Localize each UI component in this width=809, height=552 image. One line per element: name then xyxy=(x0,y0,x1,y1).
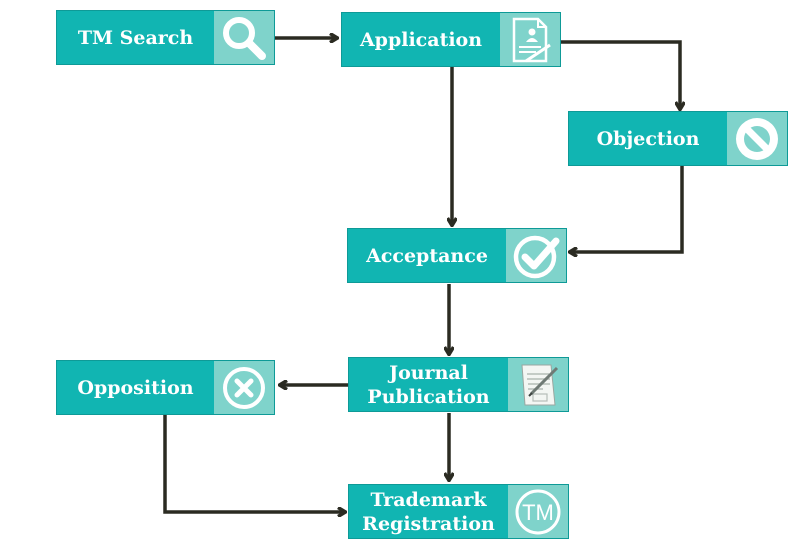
edge-opposition-to-registration xyxy=(163,413,345,512)
check-circle-icon xyxy=(506,229,566,282)
edge-application-to-objection xyxy=(561,40,680,109)
node-journal-publication: Journal Publication xyxy=(348,357,569,412)
node-label: Objection xyxy=(596,127,700,150)
node-label: TM Search xyxy=(77,26,194,49)
node-tm-search: TM Search xyxy=(56,10,275,65)
x-circle-icon xyxy=(214,361,274,414)
node-application: Application xyxy=(341,12,561,67)
node-label: Opposition xyxy=(77,376,194,399)
tm-symbol-icon: TM xyxy=(508,485,568,538)
node-label: Acceptance xyxy=(366,244,488,267)
node-objection: Objection xyxy=(568,111,788,166)
edge-objection-to-acceptance xyxy=(570,166,684,252)
document-pen-icon xyxy=(508,358,568,411)
node-label: Trademark Registration xyxy=(362,488,495,535)
prohibited-icon xyxy=(727,112,787,165)
tm-symbol-text: TM xyxy=(522,500,554,525)
application-form-icon xyxy=(500,13,560,66)
node-acceptance: Acceptance xyxy=(347,228,567,283)
node-label: Journal Publication xyxy=(367,361,490,408)
node-trademark-registration: Trademark Registration TM xyxy=(348,484,569,539)
node-opposition: Opposition xyxy=(56,360,275,415)
magnifier-icon xyxy=(214,11,274,64)
node-label: Application xyxy=(359,28,483,51)
